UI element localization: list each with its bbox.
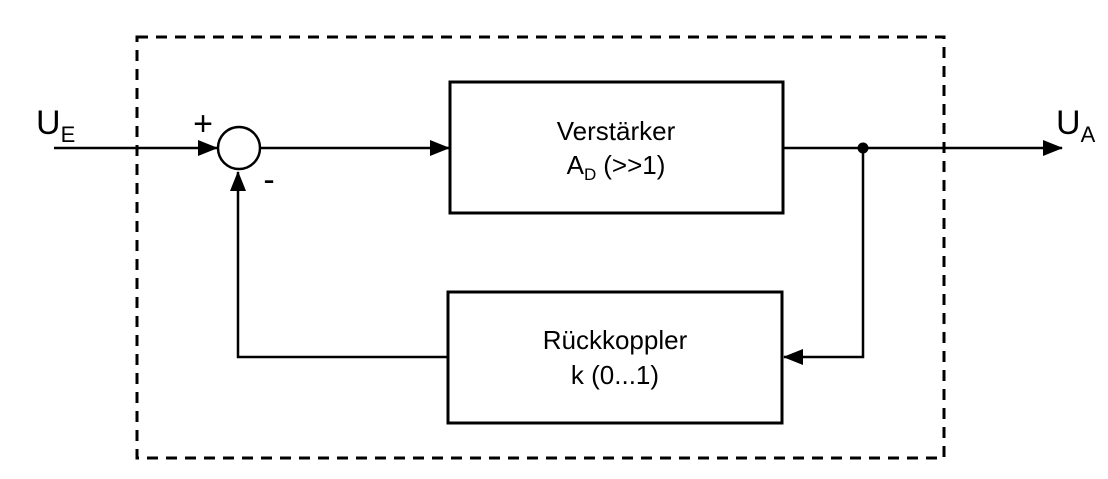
minus-sign: - <box>263 161 274 199</box>
branch-to-feedback-arrow <box>783 150 865 365</box>
feedback-return-arrow <box>230 171 448 359</box>
feedback-block <box>446 290 784 425</box>
amplifier-title: Verstärker <box>557 116 676 146</box>
branch-node-dot <box>857 142 869 154</box>
plus-sign: + <box>193 105 213 143</box>
input-voltage-label: UE <box>36 104 75 147</box>
amplifier-gain: AD(>>1) <box>567 150 666 184</box>
amplifier-block <box>448 80 785 215</box>
feedback-title: Rückkoppler <box>543 325 688 355</box>
system-boundary-dashed-box <box>135 35 946 460</box>
feedback-gain: k (0...1) <box>571 360 659 390</box>
output-voltage-label: UA <box>1056 104 1096 147</box>
summing-junction-circle <box>216 125 262 171</box>
